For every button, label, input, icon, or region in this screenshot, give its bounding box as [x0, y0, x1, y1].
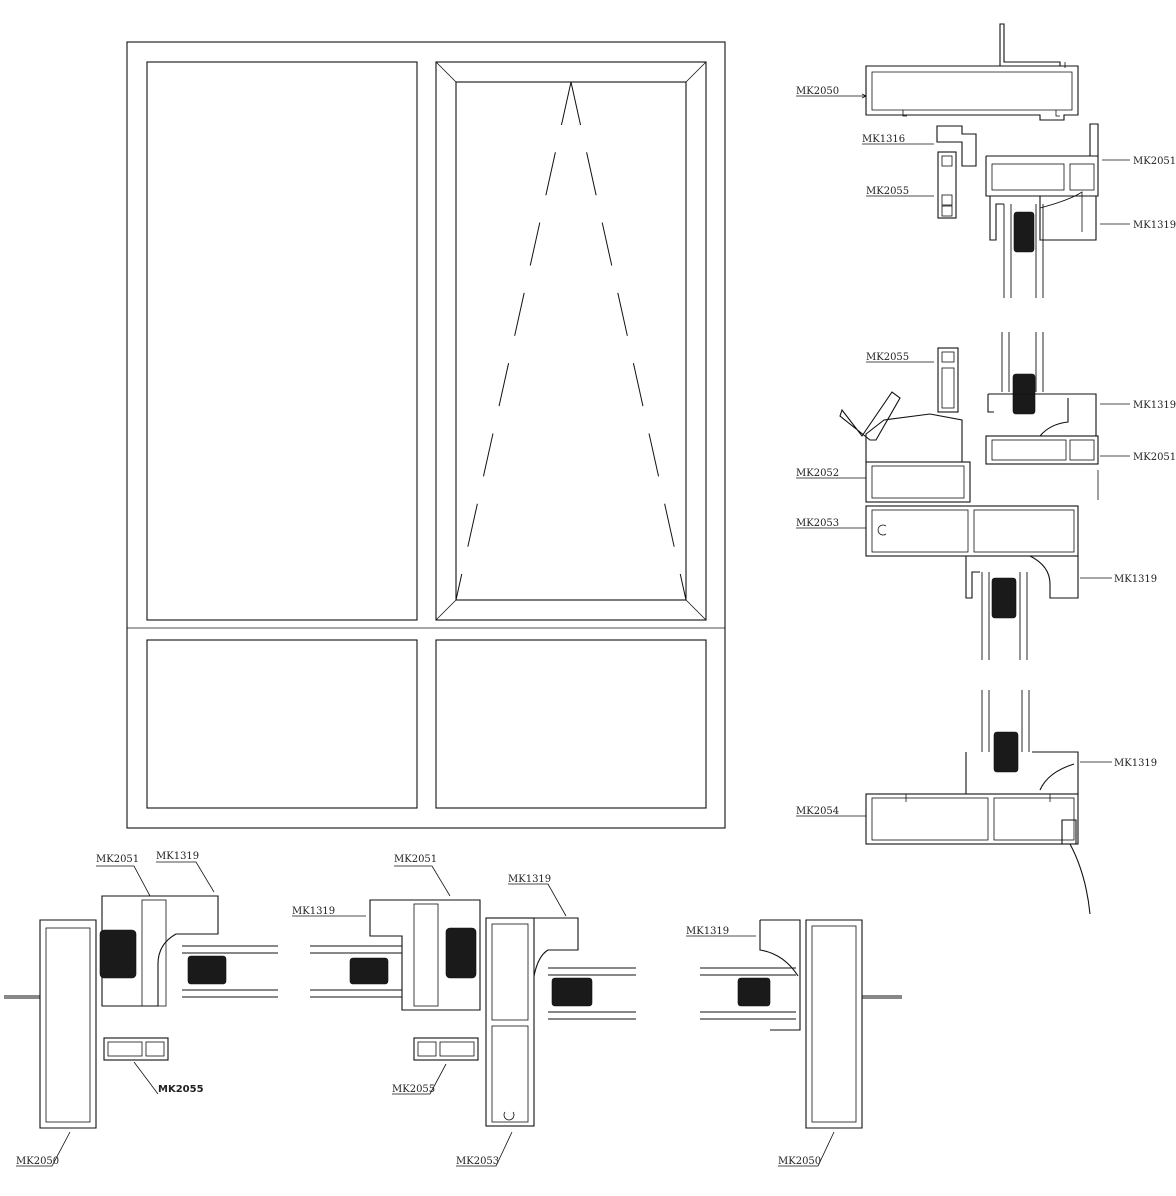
label-mid-mk2053: MK2053 [796, 518, 839, 529]
sill-section [865, 690, 1091, 915]
mullion-section [310, 899, 636, 1127]
label-h-left-mk2050: MK2050 [16, 1156, 59, 1167]
jamb-section-left [4, 895, 278, 1129]
label-h-mid-mk2055: MK2055 [392, 1084, 435, 1095]
label-h-mid-mk1319-a: MK1319 [292, 906, 335, 917]
opening-indicator-right [570, 81, 687, 601]
label-top-mk2050: MK2050 [796, 86, 839, 97]
label-mid-mk2051: MK2051 [1133, 452, 1176, 463]
opening-indicator-left [455, 81, 572, 601]
label-h-right-mk2050: MK2050 [778, 1156, 821, 1167]
label-bot-mk1319: MK1319 [1114, 758, 1157, 769]
label-mid-mk1319-a: MK1319 [1133, 400, 1176, 411]
label-top-mk2055: MK2055 [866, 186, 909, 197]
label-h-left-mk1319: MK1319 [156, 851, 199, 862]
label-mid-mk2052: MK2052 [796, 468, 839, 479]
callout-labels: MK2050 MK1316 MK2055 MK2051 MK1319 MK205… [16, 86, 1176, 1167]
label-bot-mk2054: MK2054 [796, 806, 839, 817]
label-h-mid-mk1319-b: MK1319 [508, 874, 551, 885]
label-h-left-mk2051: MK2051 [96, 854, 139, 865]
head-section [865, 23, 1099, 298]
label-h-mid-mk2051: MK2051 [394, 854, 437, 865]
label-h-mid-mk2053: MK2053 [456, 1156, 499, 1167]
label-top-mk2051: MK2051 [1133, 156, 1176, 167]
leader-lines [16, 93, 1130, 1167]
label-top-mk1319: MK1319 [1133, 220, 1176, 231]
transom-section [839, 332, 1099, 660]
window-elevation [126, 41, 726, 829]
label-mid-mk2055: MK2055 [866, 352, 909, 363]
label-top-mk1316: MK1316 [862, 134, 905, 145]
label-h-left-mk2055: MK2055 [158, 1084, 204, 1095]
label-h-right-mk1319: MK1319 [686, 926, 729, 937]
jamb-section-right [700, 919, 902, 1129]
label-mid-mk1319-b: MK1319 [1114, 574, 1157, 585]
